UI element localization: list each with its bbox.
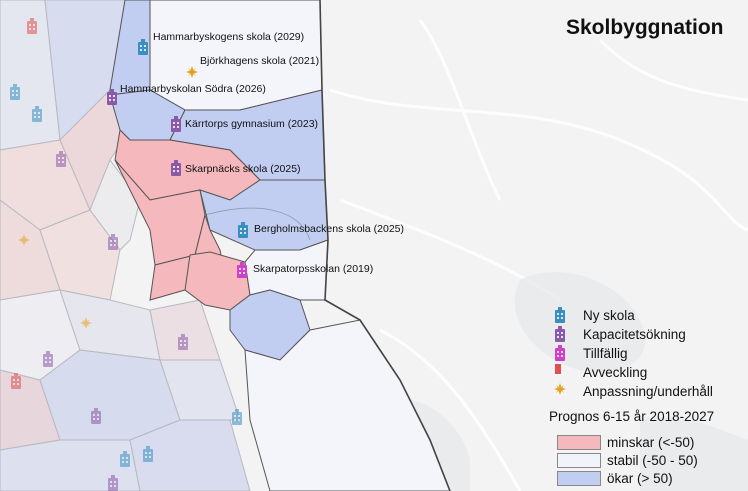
school-label: Bergholmsbackens skola (2025) — [254, 223, 404, 235]
school-marker-bergholmsbacken[interactable]: Bergholmsbackens skola (2025) — [238, 222, 404, 238]
municipality-border — [319, 0, 451, 491]
pale-region-outline — [204, 207, 311, 241]
legend-class-label: minskar (<-50) — [607, 435, 695, 450]
legend-class-stabil: stabil (-50 - 50) — [557, 452, 698, 469]
districts-highlighted — [109, 0, 451, 491]
legend-item-avveckling: Avveckling — [553, 363, 647, 381]
school-marker-karrtorp[interactable]: Kärrtorps gymnasium (2023) — [171, 116, 318, 132]
legend-item-ny-skola: Ny skola — [553, 306, 635, 324]
legend-label: Kapacitetsökning — [583, 326, 686, 342]
map-title: Skolbyggnation — [566, 16, 724, 39]
legend-item-anpassning: Anpassning/underhåll — [553, 382, 713, 400]
school-marker-skarpnack[interactable]: Skarpnäcks skola (2025) — [171, 160, 301, 176]
legend-label: Avveckling — [583, 364, 648, 380]
swatch-minskar — [557, 435, 601, 450]
school-building-icon — [555, 307, 565, 323]
school-markers: Hammarbyskogens skola (2029) Björkhagens… — [107, 31, 404, 278]
school-label: Kärrtorps gymnasium (2023) — [185, 118, 318, 130]
small-square-icon — [555, 364, 561, 374]
legend-label: Anpassning/underhåll — [583, 383, 713, 399]
legend-class-minskar: minskar (<-50) — [557, 434, 694, 451]
districts-outer — [0, 0, 251, 491]
school-marker-hammarbyskogen[interactable]: Hammarbyskogens skola (2029) — [138, 31, 304, 55]
school-label: Skarpatorpsskolan (2019) — [253, 263, 373, 275]
swatch-stabil — [557, 453, 601, 468]
legend-item-kapacitet: Kapacitetsökning — [553, 325, 686, 343]
school-marker-hammarbyskolan[interactable]: Hammarbyskolan Södra (2026) — [107, 83, 266, 105]
legend-label: Tillfällig — [583, 345, 628, 361]
school-label: Hammarbyskogens skola (2029) — [153, 31, 304, 43]
prognos-title: Prognos 6-15 år 2018-2027 — [549, 409, 715, 424]
legend-class-label: ökar (> 50) — [607, 471, 673, 486]
school-marker-bjorkhagen[interactable]: Björkhagens skola (2021) — [186, 55, 319, 78]
school-label: Björkhagens skola (2021) — [200, 55, 319, 67]
school-marker-skarpatorp[interactable]: Skarpatorpsskolan (2019) — [237, 262, 373, 278]
legend-class-okar: ökar (> 50) — [557, 470, 673, 487]
basemap-roads — [329, 19, 748, 491]
school-building-icon — [555, 326, 565, 342]
swatch-okar — [557, 471, 601, 486]
star-icon — [554, 383, 566, 395]
legend-label: Ny skola — [583, 307, 635, 323]
legend-class-label: stabil (-50 - 50) — [607, 453, 698, 468]
school-label: Skarpnäcks skola (2025) — [185, 163, 301, 175]
legend-item-tillfallig: Tillfällig — [553, 344, 628, 362]
school-label: Hammarbyskolan Södra (2026) — [120, 83, 266, 95]
school-building-icon — [555, 345, 565, 361]
